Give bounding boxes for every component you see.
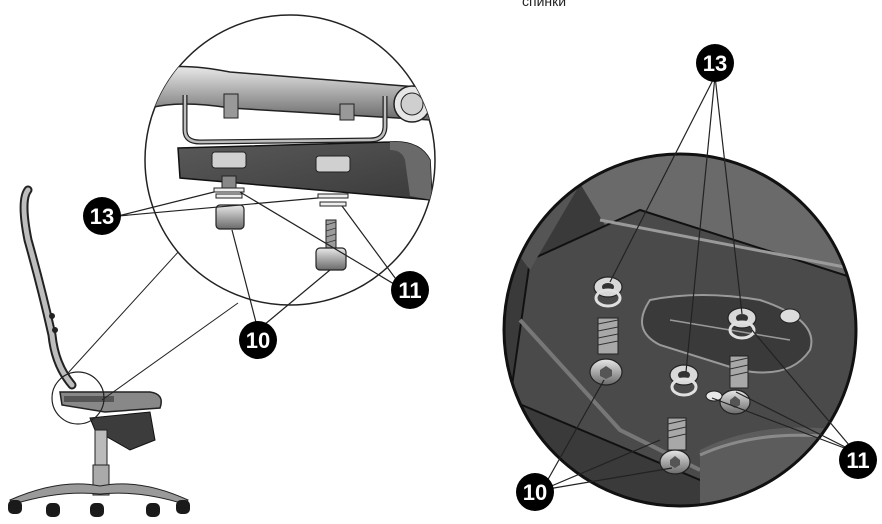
left-detail-zoom (117, 14, 436, 331)
bolt-1 (589, 317, 623, 386)
washer-stack-2 (727, 307, 757, 340)
svg-text:10: 10 (523, 480, 547, 505)
callout-left-13: 13 (83, 197, 121, 235)
washer-stack-3 (669, 364, 699, 397)
svg-text:11: 11 (398, 278, 421, 303)
top-caption: спинки (522, 0, 567, 9)
right-detail-zoom (502, 75, 858, 508)
callout-right-11: 11 (839, 441, 877, 479)
chair-overview (8, 185, 239, 517)
svg-text:10: 10 (246, 328, 270, 353)
bolt-2 (719, 355, 751, 415)
callout-right-10: 10 (516, 473, 554, 511)
callout-right-13: 13 (696, 44, 734, 82)
svg-text:13: 13 (90, 204, 114, 229)
svg-text:11: 11 (846, 448, 869, 473)
washer-stack-1 (593, 276, 623, 308)
callout-left-10: 10 (239, 321, 277, 359)
svg-text:13: 13 (703, 51, 727, 76)
callout-left-11: 11 (391, 271, 429, 309)
bolt-3 (659, 417, 691, 475)
